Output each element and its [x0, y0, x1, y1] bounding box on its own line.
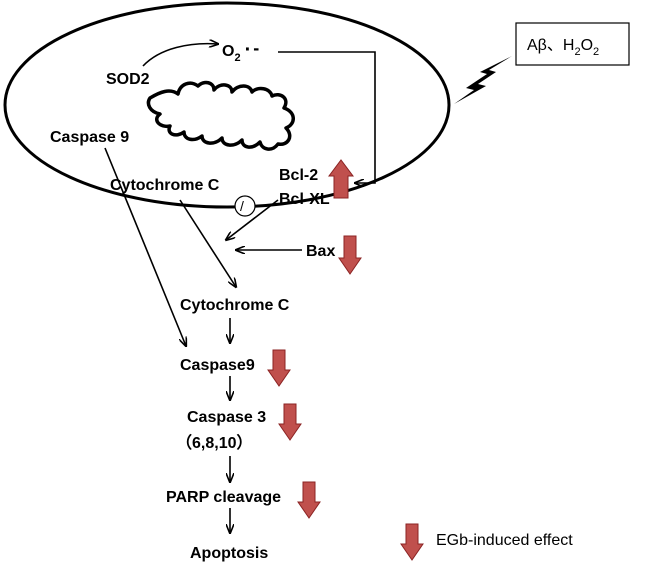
mitochondrion-outline: [3, 1, 451, 209]
stimulus-box: [515, 22, 630, 66]
bcl2-label: Bcl-2: [279, 167, 318, 184]
caspase9-down-arrow-icon: [267, 349, 291, 387]
lightning-bolt-icon: [454, 56, 512, 104]
bax-down-arrow-icon: [338, 235, 362, 275]
legend-down-arrow-icon: [400, 523, 424, 561]
mitochondrial-cristae: [146, 80, 295, 151]
cytochrome-c-release-arrow: [179, 199, 236, 287]
bclxl-label: Bcl-XL: [279, 191, 330, 208]
superoxide-label: O2·-: [222, 38, 259, 64]
stimulus-label: Aβ、H2O2: [527, 37, 599, 58]
sod2-label: SOD2: [106, 71, 150, 88]
apoptosis-label: Apoptosis: [190, 545, 268, 562]
cytochrome-c-cyto-label: Cytochrome C: [180, 297, 290, 314]
inhibition-circle: [234, 195, 256, 217]
legend-label: EGb-induced effect: [436, 532, 573, 549]
bcl2-inhibition-line: [226, 199, 279, 240]
caspase3-down-arrow-icon: [278, 403, 302, 441]
caspase3-label: Caspase 3: [187, 409, 266, 426]
parp-label: PARP cleavage: [166, 489, 281, 506]
caspase9-mito-label: Caspase 9: [50, 129, 129, 146]
bcl2-up-arrow-icon: [328, 159, 354, 199]
bax-label: Bax: [306, 243, 335, 260]
caspase3-subtypes-label: （6,8,10）: [176, 434, 253, 452]
parp-down-arrow-icon: [297, 481, 321, 519]
superoxide-to-bcl2-arrow: [278, 51, 376, 183]
inhibition-mark: /: [240, 198, 244, 214]
caspase9-cyto-label: Caspase9: [180, 357, 255, 374]
caspase9-release-arrow: [104, 147, 186, 346]
sod2-to-superoxide-arrow: [142, 44, 218, 67]
cytochrome-c-mito-label: Cytochrome C: [110, 177, 220, 194]
